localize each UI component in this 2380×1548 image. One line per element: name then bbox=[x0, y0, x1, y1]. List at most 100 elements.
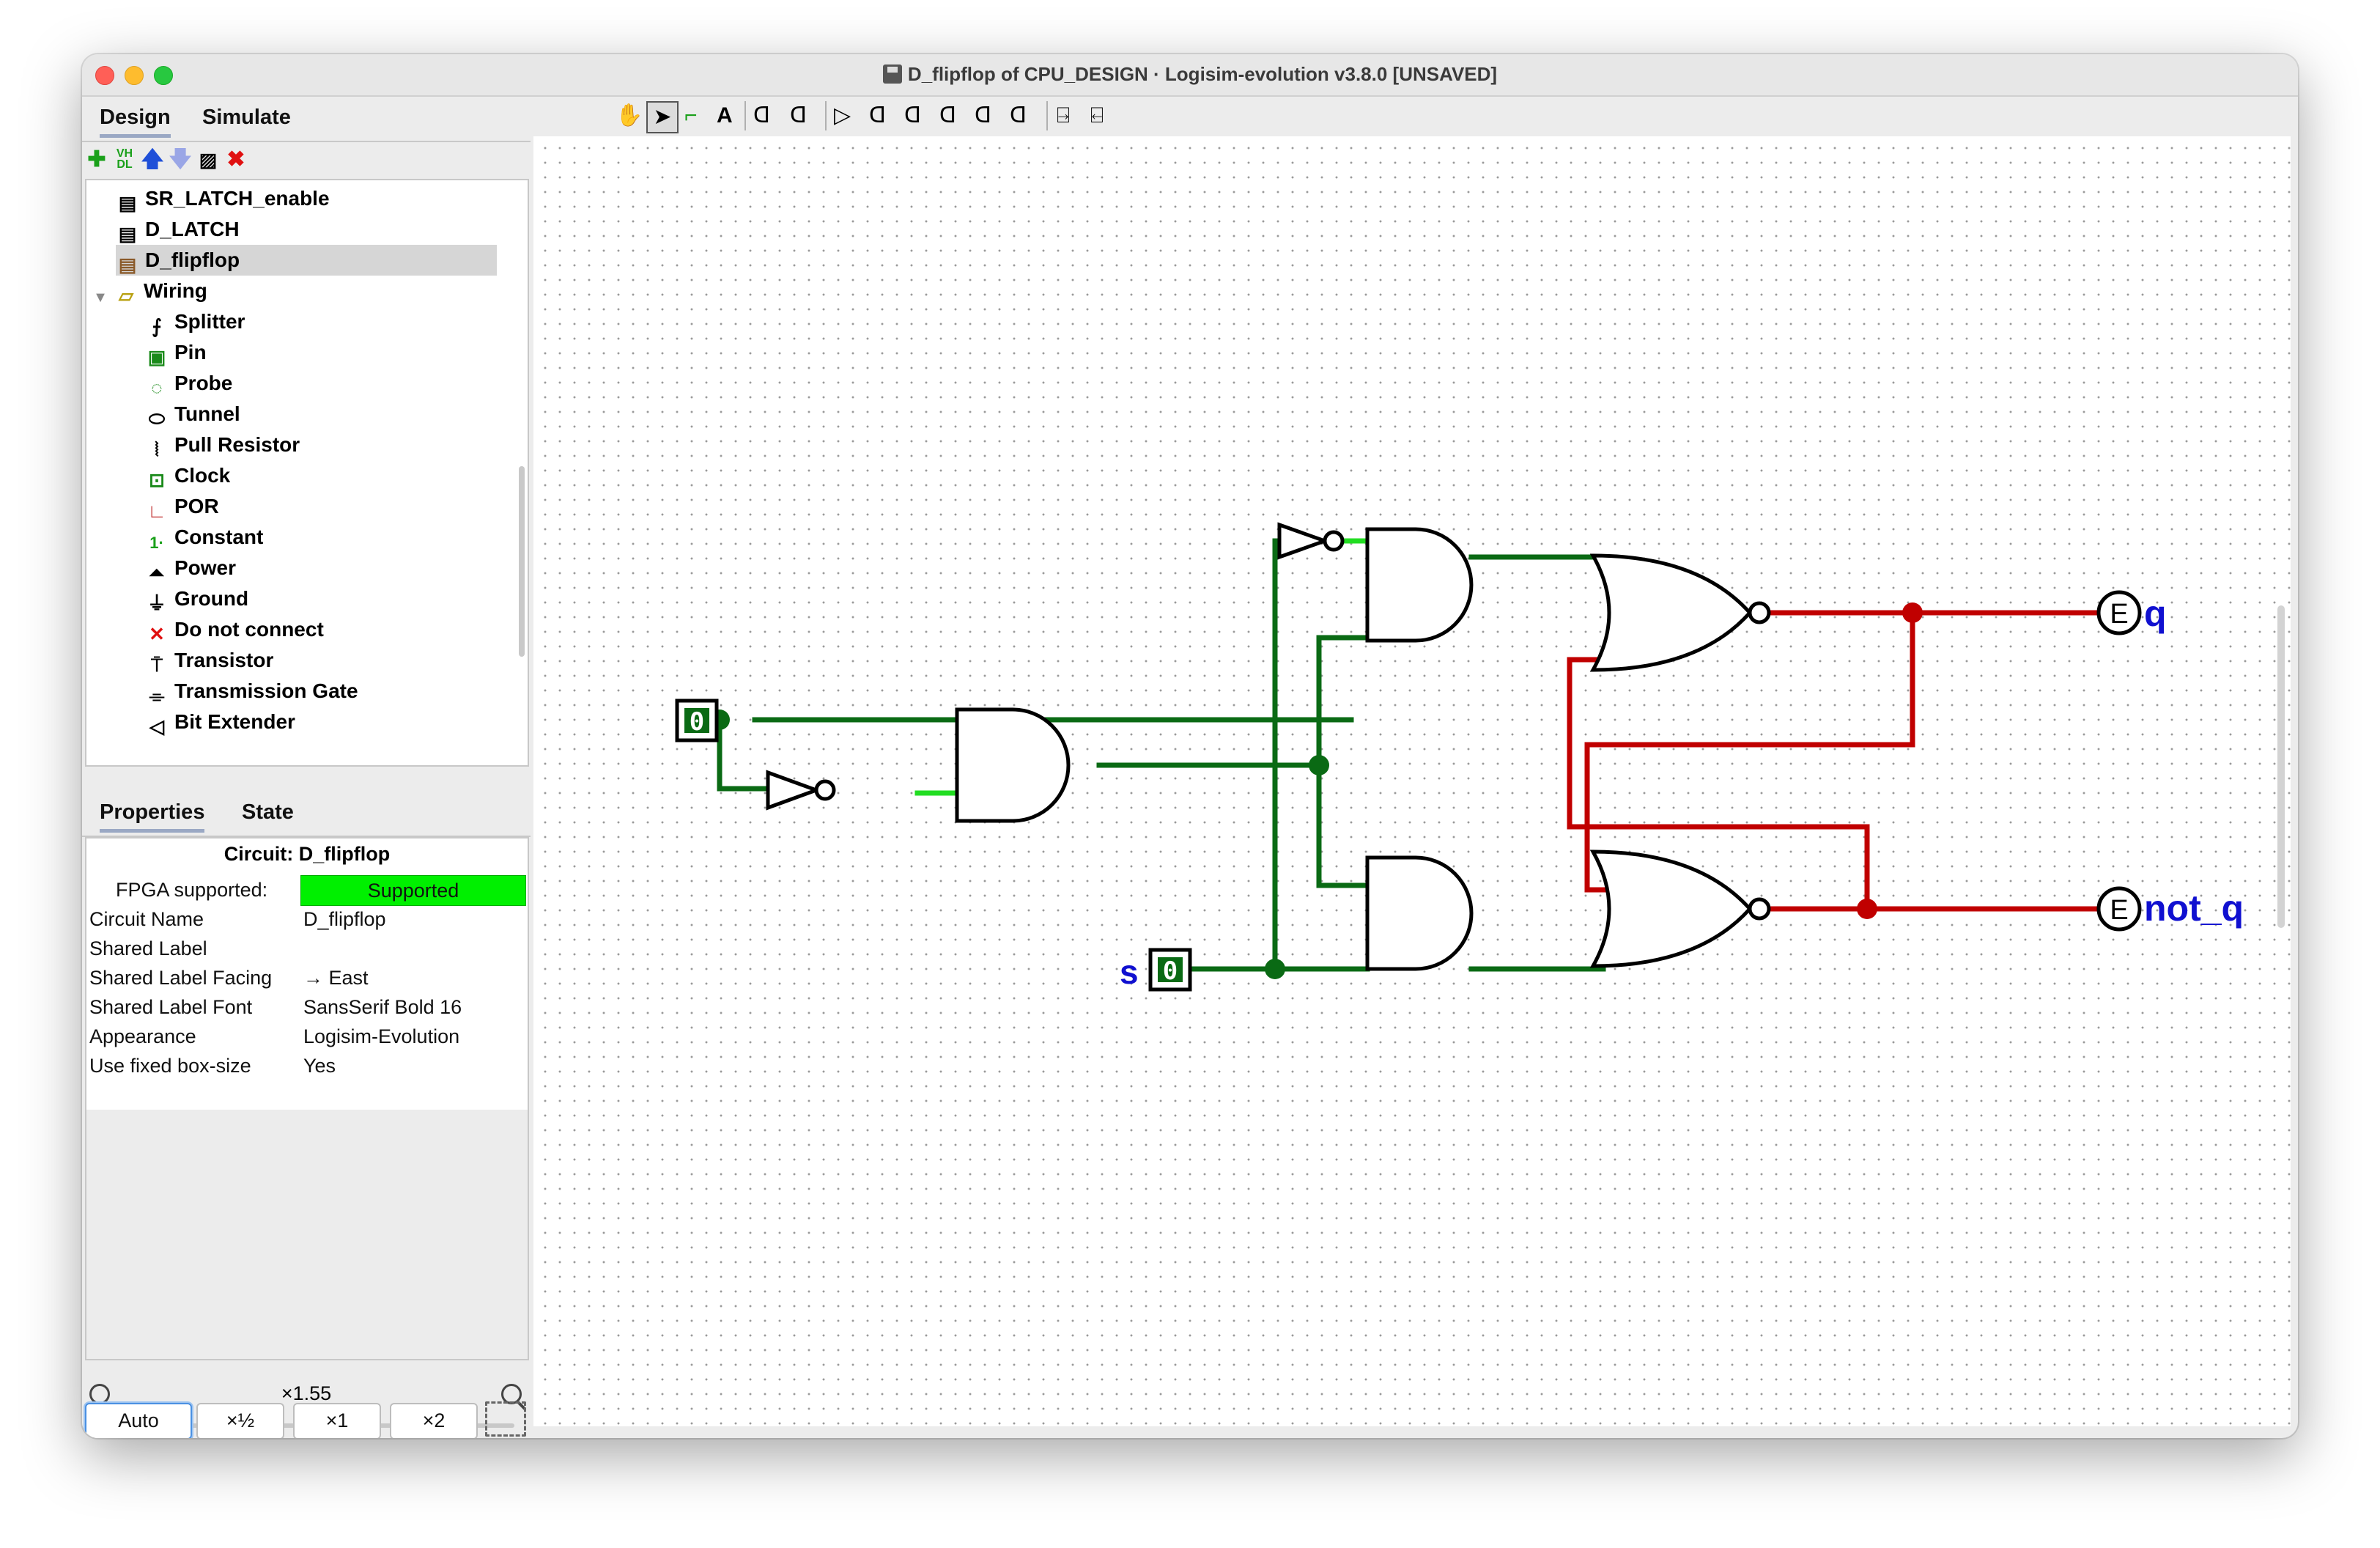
app-window: D_flipflop of CPU_DESIGN · Logisim-evolu… bbox=[82, 54, 2298, 1438]
prop-key: Appearance bbox=[89, 1025, 196, 1047]
tree-item-bit-extender[interactable]: ◁Bit Extender bbox=[145, 707, 295, 737]
tree-item-do-not-connect[interactable]: ✕Do not connect bbox=[145, 614, 324, 645]
tab-properties[interactable]: Properties bbox=[100, 800, 205, 833]
tab-state[interactable]: State bbox=[242, 800, 294, 824]
buffer-icon[interactable]: ▷ bbox=[834, 103, 851, 128]
edit-appearance-icon[interactable]: ▨ bbox=[199, 149, 218, 171]
close-window-button[interactable] bbox=[95, 66, 114, 85]
zoom-level: ×1.55 bbox=[281, 1382, 332, 1404]
tree-item-label: D_LATCH bbox=[145, 218, 240, 240]
xnor-icon[interactable]: ᗡ bbox=[1010, 103, 1027, 128]
xor-icon[interactable]: ᗡ bbox=[975, 103, 992, 128]
not-gate-top[interactable] bbox=[1277, 522, 1345, 560]
output-pin-not-q[interactable]: E bbox=[2096, 886, 2142, 932]
tree-item-label: SR_LATCH_enable bbox=[145, 187, 330, 210]
fit-to-window-icon[interactable] bbox=[485, 1401, 526, 1437]
tree-item-sr-latch-enable[interactable]: ▤SR_LATCH_enable bbox=[116, 183, 330, 214]
input-label-s: s bbox=[1120, 953, 1139, 991]
circuit-name-field[interactable]: D_flipflop bbox=[303, 908, 386, 930]
tab-simulate[interactable]: Simulate bbox=[202, 106, 291, 129]
zoom-window-button[interactable] bbox=[154, 66, 173, 85]
tree-item-clock[interactable]: ⊡Clock bbox=[145, 460, 230, 491]
prop-row-label-facing[interactable]: Shared Label Facing → East bbox=[86, 963, 528, 992]
output-label-q: q bbox=[2144, 593, 2167, 634]
hand-icon[interactable]: ✋ bbox=[616, 103, 643, 128]
circuit-canvas[interactable]: 0 0 s bbox=[533, 136, 2291, 1426]
probe-icon: ◌ bbox=[151, 377, 163, 399]
and-icon[interactable]: ᗡ bbox=[904, 103, 922, 128]
output-not-q-glyph: E bbox=[2110, 895, 2128, 926]
nor-gate-upper[interactable] bbox=[1589, 553, 1771, 672]
circuit-diagram: 0 0 s bbox=[675, 522, 2244, 992]
prop-row-circuit-name[interactable]: Circuit Name D_flipflop bbox=[86, 904, 528, 934]
tree-item-transistor[interactable]: ⍑Transistor bbox=[145, 645, 273, 676]
add-pin-icon[interactable]: ⍈ bbox=[1057, 103, 1070, 128]
circuit-icon: ▤ bbox=[118, 254, 137, 276]
tree-item-transmission-gate[interactable]: ⌯Transmission Gate bbox=[145, 676, 358, 707]
tree-item-pull-resistor[interactable]: ⦚Pull Resistor bbox=[145, 430, 300, 460]
tab-design[interactable]: Design bbox=[100, 106, 171, 138]
explorer-tabbar: Design Simulate bbox=[82, 97, 531, 142]
move-up-icon[interactable]: 🡅 bbox=[141, 147, 164, 172]
prop-row-fixed-box[interactable]: Use fixed box-size Yes bbox=[86, 1051, 528, 1080]
fixed-box-select[interactable]: Yes bbox=[303, 1055, 336, 1077]
tree-item-splitter[interactable]: ⨍Splitter bbox=[145, 306, 245, 337]
output-q-glyph: E bbox=[2110, 599, 2128, 630]
tree-item-por[interactable]: ∟POR bbox=[145, 491, 218, 522]
tree-scrollbar[interactable] bbox=[519, 466, 525, 657]
tree-item-label: Wiring bbox=[144, 279, 207, 302]
minimize-window-button[interactable] bbox=[125, 66, 144, 85]
tree-item-d-flipflop[interactable]: ▤ D_flipflop bbox=[116, 245, 497, 276]
and-gate-upper[interactable] bbox=[1365, 527, 1474, 643]
floppy-disk-icon bbox=[882, 64, 902, 84]
tree-item-label: D_flipflop bbox=[145, 248, 240, 271]
tree-item-d-latch[interactable]: ▤D_LATCH bbox=[116, 214, 240, 245]
prop-row-label-font[interactable]: Shared Label Font SansSerif Bold 16 bbox=[86, 992, 528, 1022]
component-tree: ▤SR_LATCH_enable ▤D_LATCH ▤ D_flipflop ▼ ▱… bbox=[85, 179, 529, 767]
zoom-auto-button[interactable]: Auto bbox=[85, 1403, 192, 1438]
delete-icon[interactable]: ✖ bbox=[226, 147, 245, 172]
and-gate-input[interactable] bbox=[955, 707, 1071, 823]
input-pin-top[interactable]: 0 bbox=[675, 699, 719, 742]
prop-row-appearance[interactable]: Appearance Logisim-Evolution bbox=[86, 1022, 528, 1051]
label-facing-select[interactable]: → East bbox=[303, 967, 369, 989]
nor-gate-lower[interactable] bbox=[1589, 849, 1771, 968]
zoom-half-button[interactable]: ×½ bbox=[196, 1403, 284, 1438]
power-icon: ⏶ bbox=[149, 561, 165, 583]
constant-icon: 1· bbox=[149, 534, 164, 552]
add-output-icon[interactable]: ⍇ bbox=[1090, 103, 1104, 128]
select-arrow-icon[interactable]: ➤ bbox=[646, 101, 679, 133]
window-title: D_flipflop of CPU_DESIGN · Logisim-evolu… bbox=[82, 63, 2298, 86]
folder-icon: ▱ bbox=[119, 284, 133, 306]
appearance-select[interactable]: Logisim-Evolution bbox=[303, 1025, 460, 1047]
zoom-1x-button[interactable]: ×1 bbox=[293, 1403, 381, 1438]
tree-folder-wiring[interactable]: ▼ ▱ Wiring bbox=[92, 276, 207, 306]
and-gate-icon[interactable]: ᗡ bbox=[753, 103, 771, 128]
or-gate-icon[interactable]: ᗡ bbox=[790, 103, 808, 128]
not-gate-bottom[interactable] bbox=[766, 770, 836, 811]
canvas-vertical-scrollbar[interactable] bbox=[2277, 605, 2285, 928]
transmission-gate-icon: ⌯ bbox=[149, 685, 165, 707]
splitter-icon: ⨍ bbox=[152, 315, 162, 337]
chevron-down-icon[interactable]: ▼ bbox=[93, 290, 108, 306]
not-icon[interactable]: ᗡ bbox=[869, 103, 887, 128]
text-tool-icon[interactable]: A bbox=[717, 103, 733, 128]
wire-icon[interactable]: ⌐ bbox=[684, 103, 698, 128]
zoom-2x-button[interactable]: ×2 bbox=[390, 1403, 478, 1438]
input-pin-s[interactable]: 0 bbox=[1148, 948, 1192, 992]
move-down-icon[interactable]: 🡇 bbox=[169, 147, 192, 172]
label-font-field[interactable]: SansSerif Bold 16 bbox=[303, 996, 462, 1018]
tree-item-constant[interactable]: 1·Constant bbox=[145, 522, 263, 553]
tree-item-probe[interactable]: ◌Probe bbox=[145, 368, 232, 399]
tree-item-pin[interactable]: ▣Pin bbox=[145, 337, 207, 368]
and-gate-lower[interactable] bbox=[1365, 855, 1474, 971]
tree-item-ground[interactable]: ⏚Ground bbox=[145, 583, 248, 614]
or-icon[interactable]: ᗡ bbox=[939, 103, 957, 128]
add-circuit-icon[interactable]: ✚ bbox=[87, 147, 106, 172]
tree-item-tunnel[interactable]: ⬭Tunnel bbox=[145, 399, 240, 430]
output-pin-q[interactable]: E bbox=[2096, 590, 2142, 635]
prop-row-shared-label[interactable]: Shared Label bbox=[86, 934, 528, 963]
tree-item-power[interactable]: ⏶Power bbox=[145, 553, 236, 583]
prop-key: FPGA supported: bbox=[116, 879, 268, 901]
